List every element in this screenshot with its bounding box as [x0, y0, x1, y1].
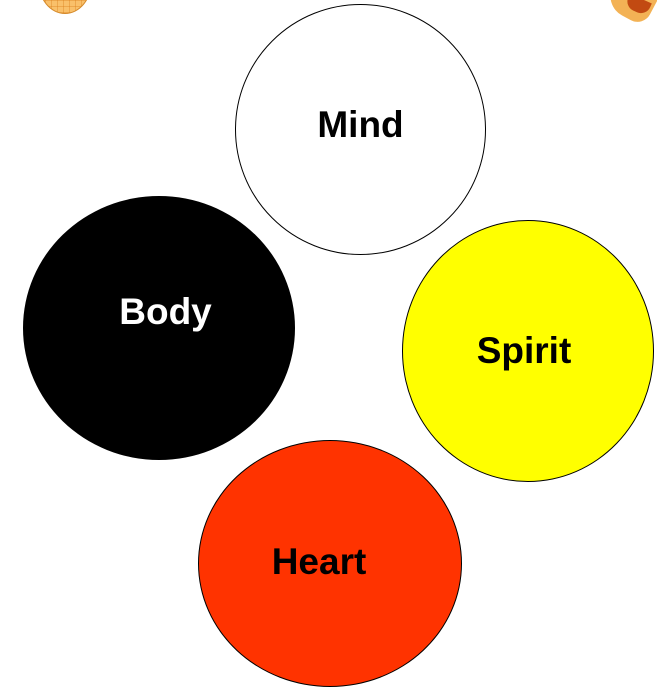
spirit-circle: Spirit: [402, 220, 654, 482]
decorative-orange-graphic-right: [602, 0, 657, 22]
heart-label: Heart: [272, 543, 367, 580]
body-label: Body: [119, 293, 212, 330]
heart-circle: Heart: [198, 440, 462, 687]
body-circle: Body: [23, 196, 295, 460]
decorative-orange-graphic-left: [38, 0, 90, 14]
mind-circle: Mind: [235, 4, 486, 255]
orange-grid-shape: [38, 0, 90, 14]
spirit-label: Spirit: [477, 332, 572, 369]
mind-label: Mind: [317, 106, 403, 143]
